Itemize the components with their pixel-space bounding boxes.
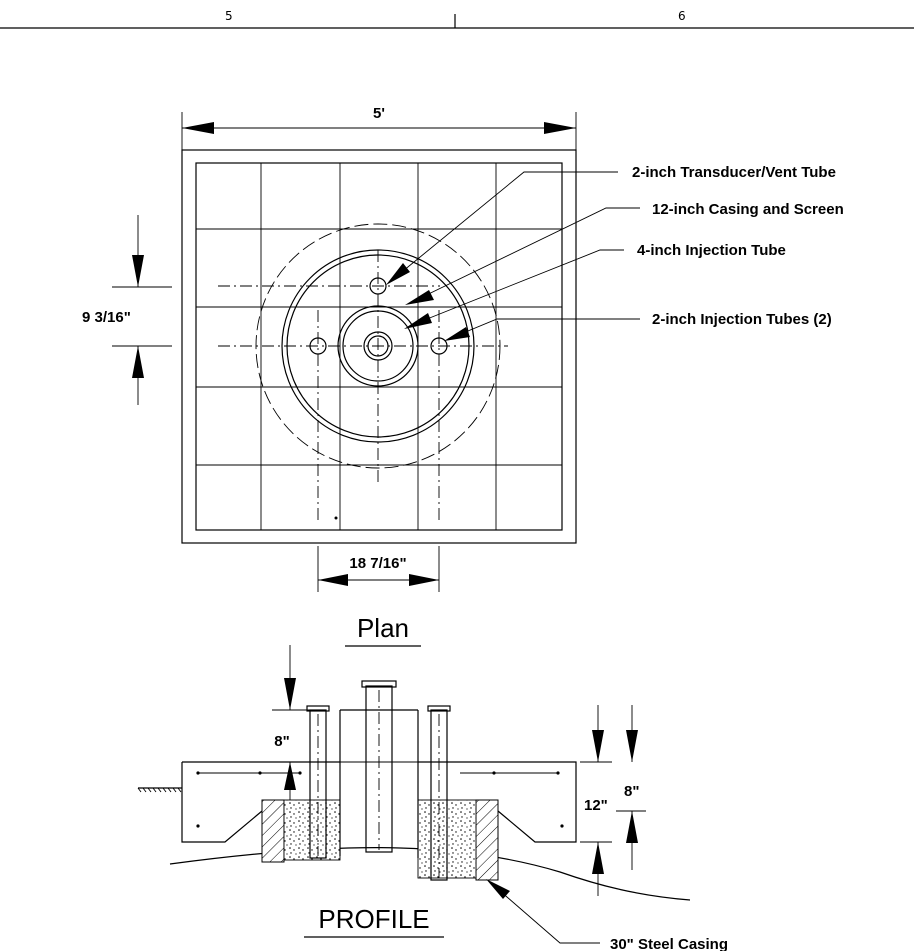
plan-horizontal-dimension: 18 7/16" xyxy=(317,546,440,592)
plan-vertical-label: 9 3/16" xyxy=(82,309,131,326)
profile-left-dimension: 8" xyxy=(272,645,310,800)
callout-injection4-label: 4-inch Injection Tube xyxy=(637,242,786,259)
injection4-tube-profile xyxy=(365,685,393,853)
plan-slab-outline xyxy=(181,149,577,544)
callout-transducer-label: 2-inch Transducer/Vent Tube xyxy=(632,164,836,181)
callout-injection2-label: 2-inch Injection Tubes (2) xyxy=(652,311,832,328)
plan-width-dimension: 5' xyxy=(181,105,577,150)
plan-width-label: 5' xyxy=(373,105,385,122)
steel-casing-label: 30" Steel Casing xyxy=(610,936,728,951)
profile-view: 8" 12" 8" 30" Steel Casing PROFILE xyxy=(137,645,728,951)
callout-casing-label: 12-inch Casing and Screen xyxy=(652,201,844,218)
plan-reference-dot xyxy=(334,516,338,520)
plan-grid xyxy=(196,163,562,530)
transducer-tube-profile xyxy=(309,709,327,859)
callout-casing: 12-inch Casing and Screen xyxy=(405,201,844,305)
ground-grass xyxy=(137,787,182,793)
plan-title: Plan xyxy=(357,613,409,643)
slab-rebar xyxy=(196,771,564,828)
plan-horizontal-label: 18 7/16" xyxy=(349,555,406,572)
injection2-tube-profile xyxy=(430,709,448,881)
plan-view: 5' xyxy=(82,105,577,647)
callout-steel-casing: 30" Steel Casing xyxy=(486,879,728,951)
callout-injection2: 2-inch Injection Tubes (2) xyxy=(444,311,832,341)
plan-vertical-dimension: 9 3/16" xyxy=(82,215,172,405)
profile-8-right-label: 8" xyxy=(624,783,639,800)
plan-grating-outline xyxy=(195,162,563,531)
slab-left xyxy=(181,761,340,843)
casing-profile xyxy=(339,709,419,858)
steel-casing-wall-left xyxy=(261,799,285,863)
sand-fill-left xyxy=(283,799,341,861)
zone-label-left: 5 xyxy=(225,9,233,23)
callouts: 2-inch Transducer/Vent Tube 12-inch Casi… xyxy=(386,164,844,341)
profile-right-dimensions: 12" 8" xyxy=(580,705,646,896)
slab-right xyxy=(418,761,577,843)
callout-transducer: 2-inch Transducer/Vent Tube xyxy=(386,164,836,285)
profile-left-dim-label: 8" xyxy=(274,733,289,750)
profile-12-label: 12" xyxy=(584,797,608,814)
zone-label-right: 6 xyxy=(678,9,686,23)
sheet-border: 5 6 xyxy=(0,9,914,29)
steel-casing-wall-right xyxy=(475,799,499,881)
callout-injection4: 4-inch Injection Tube xyxy=(404,242,786,329)
profile-title: PROFILE xyxy=(318,904,429,934)
plan-centerlines xyxy=(218,250,508,520)
